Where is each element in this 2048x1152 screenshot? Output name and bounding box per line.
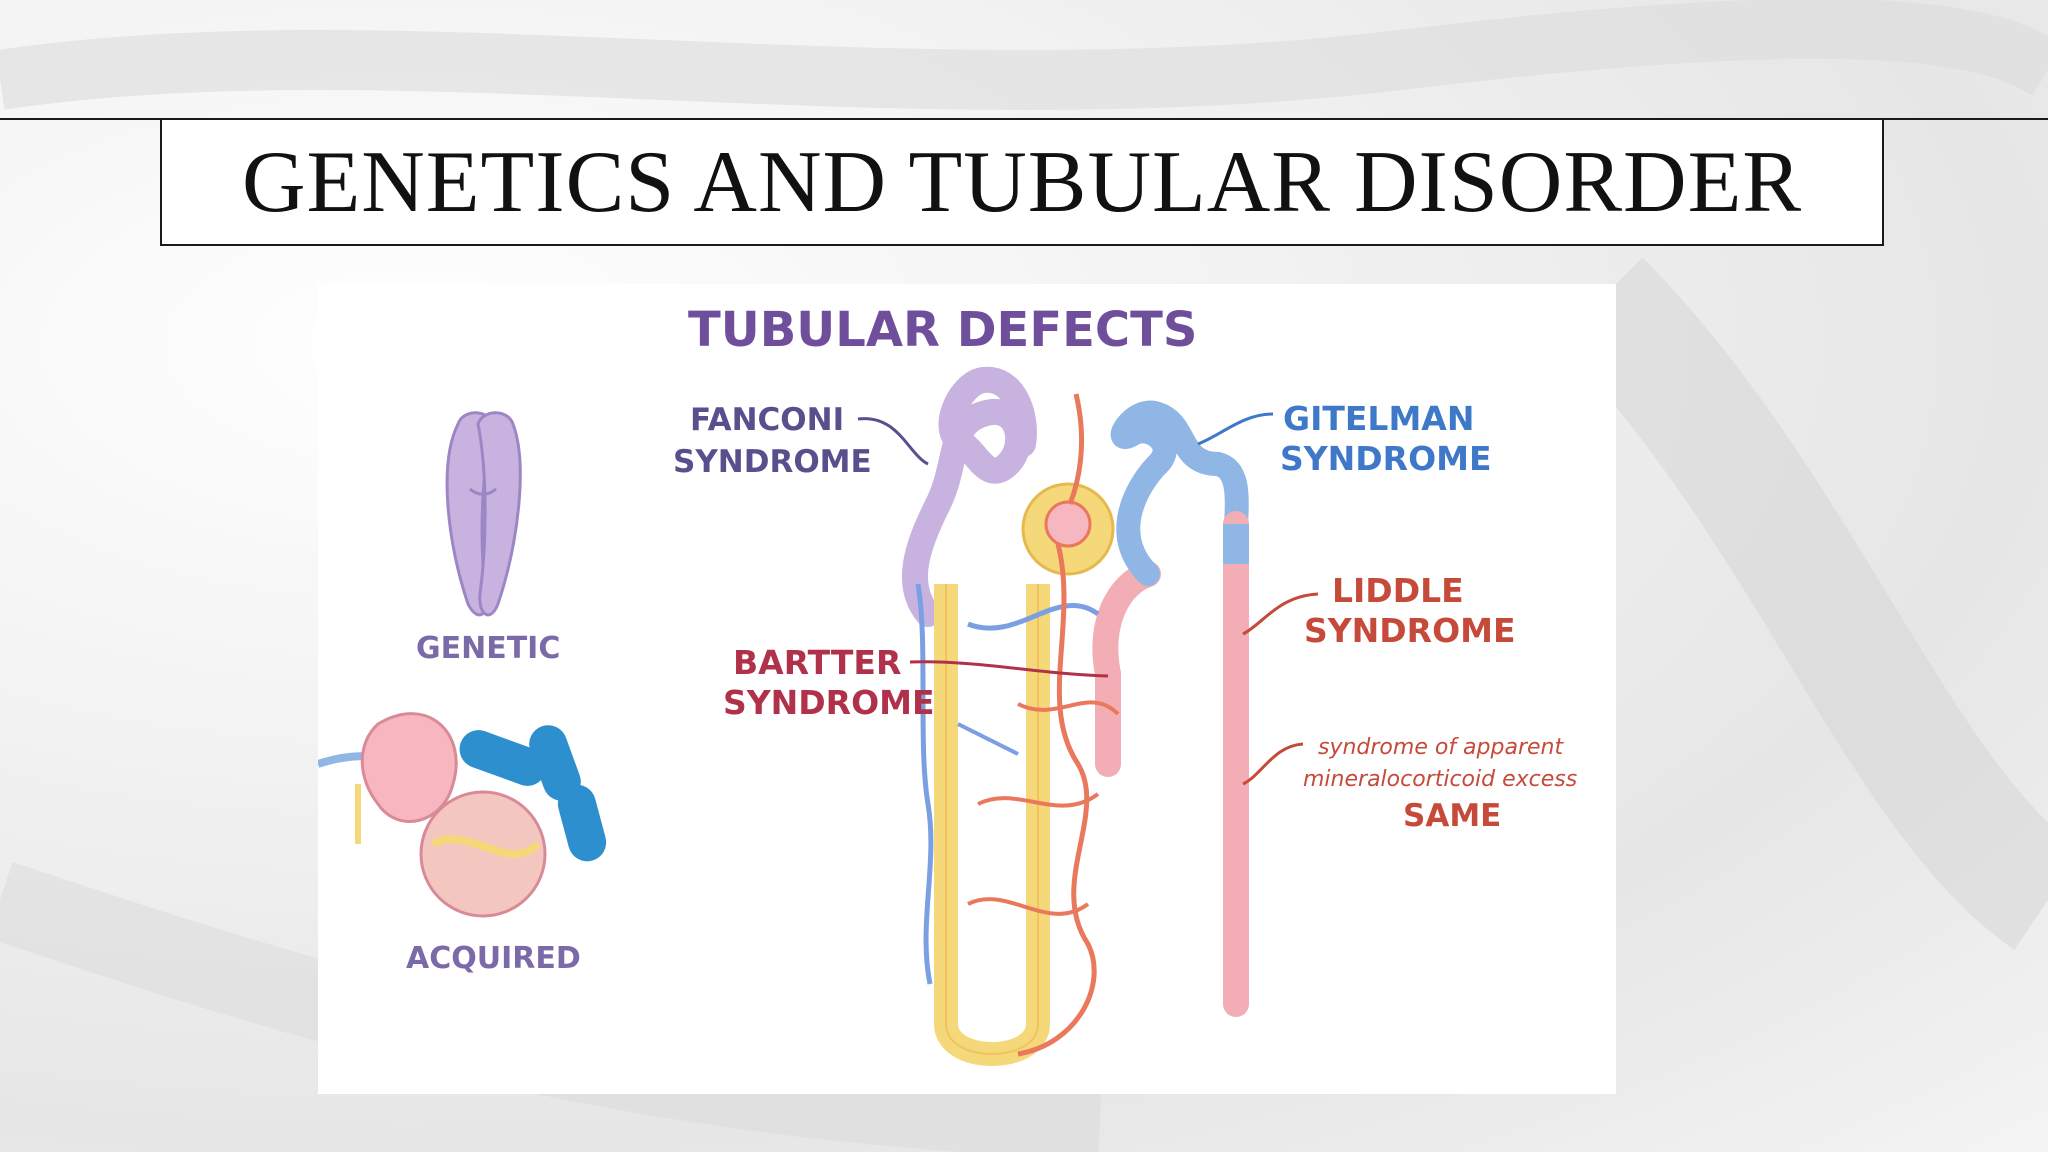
fanconi-label-line1: FANCONI xyxy=(690,402,844,438)
title-box: GENETICS AND TUBULAR DISORDER xyxy=(160,120,1884,246)
chromosome-icon xyxy=(445,411,522,617)
tubular-defects-diagram: TUBULAR DEFECTS GENETIC ACQUIRED xyxy=(318,302,1577,1066)
top-rule xyxy=(0,118,2048,120)
liddle-label-line2: SYNDROME xyxy=(1304,611,1516,650)
fanconi-label-line2: SYNDROME xyxy=(673,444,872,480)
diagram-heading: TUBULAR DEFECTS xyxy=(688,302,1197,358)
same-label-line2: mineralocorticoid excess xyxy=(1303,767,1577,792)
gitelman-label-line2: SYNDROME xyxy=(1280,439,1492,478)
slide-title: GENETICS AND TUBULAR DISORDER xyxy=(241,133,1803,231)
gitelman-leader xyxy=(1197,412,1274,446)
liddle-label-line1: LIDDLE xyxy=(1332,571,1464,610)
bartter-leader xyxy=(909,660,1109,678)
acquired-illustration xyxy=(318,712,607,918)
same-label-line1: syndrome of apparent xyxy=(1318,735,1564,760)
bartter-label-line2: SYNDROME xyxy=(723,683,935,722)
same-label-line3: SAME xyxy=(1403,798,1501,834)
acquired-label: ACQUIRED xyxy=(406,941,581,976)
liddle-leader xyxy=(1242,592,1319,636)
nephron xyxy=(902,366,1249,1066)
fanconi-leader xyxy=(857,417,929,466)
same-leader xyxy=(1242,742,1304,786)
gitelman-label-line1: GITELMAN xyxy=(1283,399,1474,438)
diagram-panel: TUBULAR DEFECTS GENETIC ACQUIRED xyxy=(318,284,1616,1094)
genetic-label: GENETIC xyxy=(416,631,560,666)
bartter-label-line1: BARTTER xyxy=(733,643,901,682)
